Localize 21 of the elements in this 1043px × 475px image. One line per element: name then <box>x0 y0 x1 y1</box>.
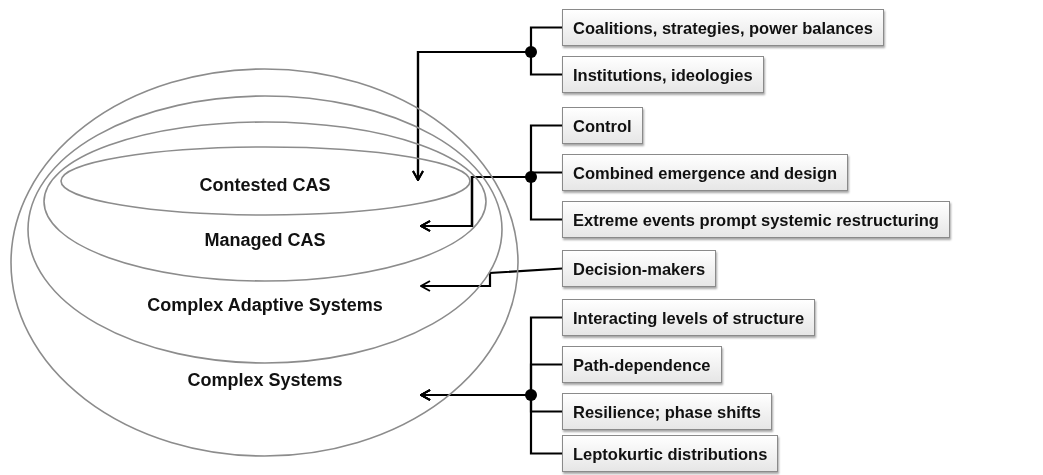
label-box: Leptokurtic distributions <box>562 435 779 472</box>
label-box: Decision-makers <box>562 250 717 287</box>
connector-arrow <box>420 389 562 455</box>
label-box: Coalitions, strategies, power balances <box>562 9 884 46</box>
label-box: Combined emergence and design <box>562 154 849 191</box>
connector-arrow <box>412 50 562 181</box>
nested-ellipse <box>60 146 471 216</box>
label-box: Interacting levels of structure <box>562 299 816 336</box>
label-box: Path-dependence <box>562 346 722 383</box>
nested-ellipse <box>43 121 487 282</box>
connector-arrow <box>420 267 563 292</box>
label-box: Institutions, ideologies <box>562 56 764 93</box>
nested-ellipse <box>10 68 519 457</box>
label-box: Resilience; phase shifts <box>562 393 772 430</box>
label-box: Control <box>562 107 643 144</box>
ellipse-label: Contested CAS <box>199 174 331 196</box>
ellipse-label: Managed CAS <box>204 229 326 251</box>
ellipse-label: Complex Adaptive Systems <box>147 294 383 316</box>
nested-ellipse <box>27 95 503 364</box>
ellipse-label: Complex Systems <box>187 369 343 391</box>
label-box: Extreme events prompt systemic restructuring <box>562 201 950 238</box>
